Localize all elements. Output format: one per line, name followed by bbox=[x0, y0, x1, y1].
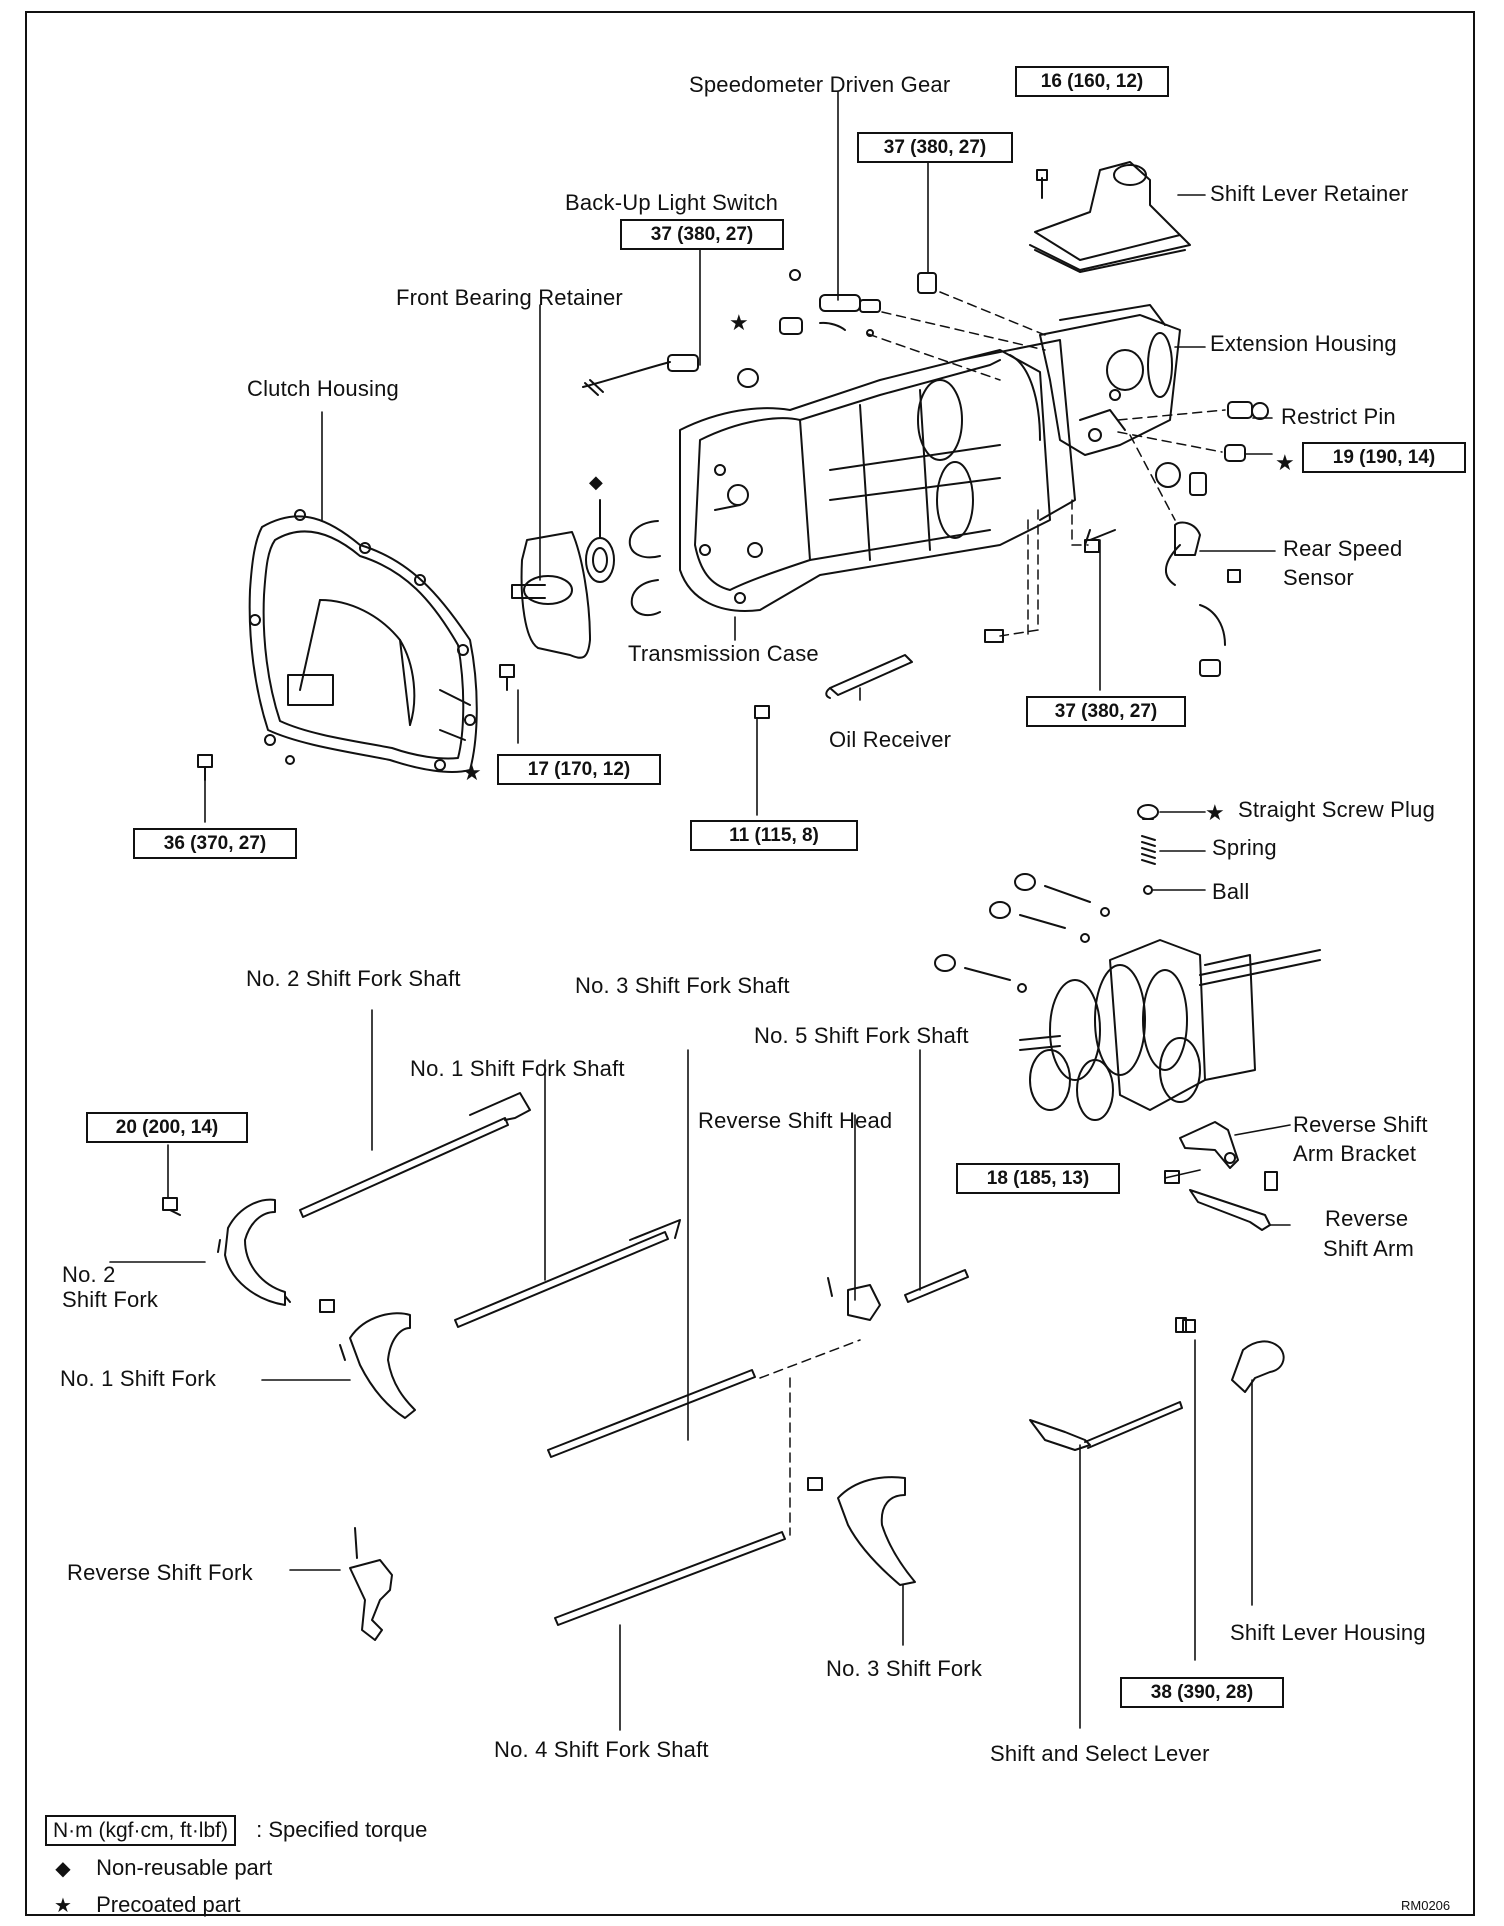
legend-non-reusable-text: Non-reusable part bbox=[96, 1855, 273, 1880]
shift-lever-retainer-drawing bbox=[1029, 161, 1191, 273]
legend-unit-box: N·m (kgf·cm, ft·lbf) bbox=[45, 1815, 236, 1846]
label-no1-shift-fork: No. 1 Shift Fork bbox=[60, 1366, 217, 1391]
legend-precoated: ★ Precoated part bbox=[50, 1891, 240, 1920]
label-restrict-pin: Restrict Pin bbox=[1281, 404, 1396, 429]
label-spring: Spring bbox=[1212, 835, 1277, 860]
torque-box-speedometer: 37 (380, 27) bbox=[857, 132, 1013, 163]
label-reverse-shift-arm-line2: Shift Arm bbox=[1323, 1236, 1415, 1261]
star-icon: ★ bbox=[54, 1895, 72, 1917]
legend-precoated-text: Precoated part bbox=[96, 1892, 241, 1917]
gear-cluster-drawing bbox=[1019, 939, 1321, 1121]
torque-box-oil-receiver: 11 (115, 8) bbox=[690, 820, 858, 851]
label-rear-speed-sensor-line2: Sensor bbox=[1283, 565, 1354, 590]
label-reverse-shift-fork: Reverse Shift Fork bbox=[67, 1560, 253, 1585]
label-reverse-shift-head: Reverse Shift Head bbox=[698, 1108, 893, 1133]
extension-housing-drawing bbox=[1039, 304, 1181, 456]
label-transmission-case: Transmission Case bbox=[628, 641, 819, 666]
label-back-up-light-switch: Back-Up Light Switch bbox=[565, 190, 779, 215]
diagram-frame bbox=[25, 11, 1475, 1916]
legend-specified-torque: N·m (kgf·cm, ft·lbf) : Specified torque bbox=[45, 1815, 427, 1846]
front-bearing-retainer-drawing bbox=[511, 499, 661, 659]
label-shift-and-select-lever: Shift and Select Lever bbox=[990, 1741, 1210, 1766]
leader-lines bbox=[109, 91, 1291, 1731]
label-extension-housing: Extension Housing bbox=[1210, 331, 1397, 356]
label-no1-shift-fork-shaft: No. 1 Shift Fork Shaft bbox=[410, 1056, 625, 1081]
label-no5-shift-fork-shaft: No. 5 Shift Fork Shaft bbox=[754, 1023, 969, 1048]
shift-fork-shafts bbox=[299, 1092, 969, 1626]
label-ball: Ball bbox=[1212, 879, 1250, 904]
label-no2-shift-fork-line2: Shift Fork bbox=[62, 1287, 159, 1312]
torque-box-front-bearing-retainer: 17 (170, 12) bbox=[497, 754, 661, 785]
torque-box-shift-lever-housing: 38 (390, 28) bbox=[1120, 1677, 1284, 1708]
label-no2-shift-fork-shaft: No. 2 Shift Fork Shaft bbox=[246, 966, 461, 991]
precoated-star-marker-1: ★ bbox=[729, 311, 749, 336]
label-no3-shift-fork: No. 3 Shift Fork bbox=[826, 1656, 983, 1681]
label-no4-shift-fork-shaft: No. 4 Shift Fork Shaft bbox=[494, 1737, 709, 1762]
label-clutch-housing: Clutch Housing bbox=[247, 376, 399, 401]
precoated-star-marker-3: ★ bbox=[462, 761, 482, 786]
label-reverse-shift-arm-bracket-line2: Arm Bracket bbox=[1293, 1141, 1417, 1166]
clutch-housing-drawing bbox=[248, 509, 478, 773]
precoated-star-marker-2: ★ bbox=[1275, 451, 1295, 476]
reverse-shift-arm-parts bbox=[1179, 1121, 1278, 1231]
label-straight-screw-plug: Straight Screw Plug bbox=[1238, 797, 1435, 822]
bolts bbox=[162, 539, 1196, 1491]
label-no2-shift-fork-line1: No. 2 bbox=[62, 1262, 116, 1287]
dashed-guide-lines bbox=[759, 291, 1226, 1536]
shift-forks-drawing bbox=[217, 1198, 1285, 1641]
label-oil-receiver: Oil Receiver bbox=[829, 727, 952, 752]
label-shift-lever-housing: Shift Lever Housing bbox=[1230, 1620, 1426, 1645]
label-speedometer-driven-gear: Speedometer Driven Gear bbox=[689, 72, 951, 97]
precoated-star-marker-4: ★ bbox=[1205, 801, 1225, 826]
figure-code: RM0206 bbox=[1401, 1898, 1451, 1913]
legend-unit-desc: : Specified torque bbox=[256, 1817, 428, 1842]
non-reusable-diamond-marker: ◆ bbox=[589, 472, 603, 493]
transmission-case-drawing bbox=[679, 339, 1076, 612]
torque-box-shift-lever-retainer: 16 (160, 12) bbox=[1015, 66, 1169, 97]
label-front-bearing-retainer: Front Bearing Retainer bbox=[396, 285, 623, 310]
label-shift-lever-retainer: Shift Lever Retainer bbox=[1210, 181, 1409, 206]
torque-box-clutch-housing: 36 (370, 27) bbox=[133, 828, 297, 859]
detent-parts bbox=[934, 804, 1159, 993]
label-no3-shift-fork-shaft: No. 3 Shift Fork Shaft bbox=[575, 973, 790, 998]
diamond-icon: ◆ bbox=[55, 1858, 71, 1880]
label-rear-speed-sensor-line1: Rear Speed bbox=[1283, 536, 1403, 561]
small-parts-top bbox=[582, 269, 937, 396]
torque-box-back-up-light-switch: 37 (380, 27) bbox=[620, 219, 784, 250]
torque-box-no2-shift-fork: 20 (200, 14) bbox=[86, 1112, 248, 1143]
legend-non-reusable: ◆ Non-reusable part bbox=[50, 1854, 272, 1883]
torque-box-extension-plug: 19 (190, 14) bbox=[1302, 442, 1466, 473]
label-reverse-shift-arm-bracket-line1: Reverse Shift bbox=[1293, 1112, 1428, 1137]
label-reverse-shift-arm-line1: Reverse bbox=[1325, 1206, 1409, 1231]
torque-box-reverse-shift-arm: 18 (185, 13) bbox=[956, 1163, 1120, 1194]
torque-box-transmission-case: 37 (380, 27) bbox=[1026, 696, 1186, 727]
